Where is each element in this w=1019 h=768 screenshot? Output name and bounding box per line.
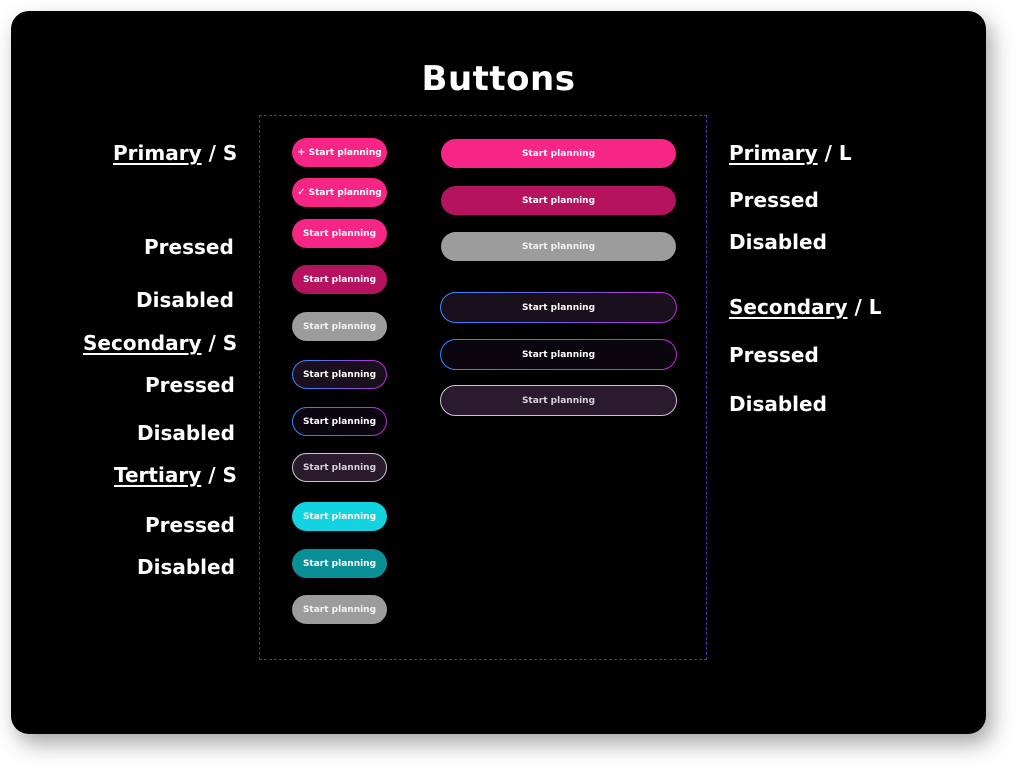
primary-s-plus-button[interactable]: + Start planning [292,138,387,167]
label-primary-s-heading: Primary [113,141,202,165]
secondary-s-button[interactable]: Start planning [292,360,387,389]
button-label: Start planning [521,349,596,360]
label-secondary-l-heading: Secondary [729,295,848,319]
button-label: Start planning [302,274,377,285]
primary-s-disabled-button[interactable]: Start planning [292,312,387,341]
label-size: / L [847,295,882,319]
primary-l-button[interactable]: Start planning [441,139,676,168]
page-title: Buttons [421,59,576,99]
button-label: Start planning [521,148,596,159]
label-pressed: Pressed [729,343,819,367]
secondary-l-button[interactable]: Start planning [440,292,677,323]
tertiary-s-disabled-button[interactable]: Start planning [292,595,387,624]
label-secondary-s-heading: Secondary [83,331,202,355]
button-label: Start planning [521,395,596,406]
label-size: / L [817,141,852,165]
canvas-card: Buttons Primary / S Pressed Disabled Sec… [11,11,986,734]
label-size: / S [201,331,238,355]
primary-s-button[interactable]: Start planning [292,219,387,248]
button-label: Start planning [302,228,377,239]
button-label: Start planning [302,511,377,522]
button-label: Start planning [521,241,596,252]
label-primary-l: Primary / L [729,141,852,165]
label-tertiary-s-heading: Tertiary [114,463,202,487]
label-primary-l-heading: Primary [729,141,818,165]
primary-l-pressed-button[interactable]: Start planning [441,186,676,215]
label-secondary-l: Secondary / L [729,295,882,319]
label-disabled: Disabled [137,421,235,445]
button-label: Start planning [521,302,596,313]
plus-icon: + [297,146,306,158]
secondary-l-pressed-button[interactable]: Start planning [440,339,677,370]
label-size: / S [201,141,238,165]
button-label: Start planning [302,416,377,427]
button-label: Start planning [302,369,377,380]
label-pressed: Pressed [145,513,235,537]
label-pressed: Pressed [145,373,235,397]
label-disabled: Disabled [729,230,827,254]
primary-s-check-button[interactable]: ✓ Start planning [292,178,387,207]
label-size: / S [201,463,237,487]
label-disabled: Disabled [136,288,234,312]
tertiary-s-pressed-button[interactable]: Start planning [292,549,387,578]
secondary-l-disabled-button[interactable]: Start planning [440,385,677,416]
label-pressed: Pressed [729,188,819,212]
label-secondary-s: Secondary / S [83,331,237,355]
primary-l-disabled-button[interactable]: Start planning [441,232,676,261]
button-label: Start planning [302,462,377,473]
tertiary-s-button[interactable]: Start planning [292,502,387,531]
button-label: Start planning [302,321,377,332]
label-primary-s: Primary / S [113,141,237,165]
button-label: Start planning [521,195,596,206]
secondary-s-pressed-button[interactable]: Start planning [292,407,387,436]
check-icon: ✓ [297,186,306,198]
label-pressed: Pressed [144,235,234,259]
secondary-s-disabled-button[interactable]: Start planning [292,453,387,482]
button-label: Start planning [308,147,382,158]
button-label: Start planning [302,558,377,569]
button-label: Start planning [302,604,377,615]
label-tertiary-s: Tertiary / S [114,463,237,487]
button-label: Start planning [308,187,382,198]
label-disabled: Disabled [729,392,827,416]
primary-s-pressed-button[interactable]: Start planning [292,265,387,294]
component-frame [259,115,707,660]
label-disabled: Disabled [137,555,235,579]
